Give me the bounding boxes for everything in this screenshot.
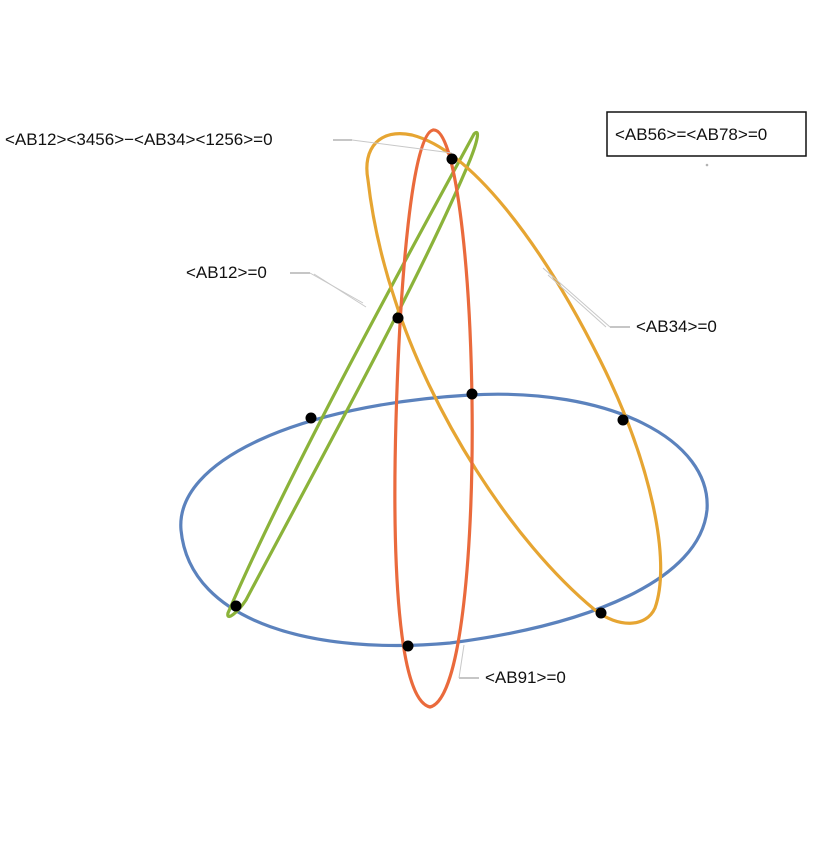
label-ab56-ab78: <AB56>=<AB78>=0: [615, 125, 767, 144]
point-icon: [402, 640, 414, 652]
point-icon: [466, 388, 478, 400]
point-icon: [305, 412, 317, 424]
label-ab12: <AB12>=0: [186, 263, 267, 282]
gold-curve: [365, 132, 663, 625]
green-curve: [226, 130, 480, 619]
leader-lines: [290, 139, 709, 679]
label-big-bracket: <AB12><3456>−<AB34><1256>=0: [5, 130, 273, 149]
point-icon: [230, 600, 242, 612]
label-ab34: <AB34>=0: [636, 317, 717, 336]
legend-box: <AB56>=<AB78>=0: [606, 111, 807, 157]
point-icon: [446, 153, 458, 165]
blue-curve: [179, 392, 709, 648]
orange-curve: [393, 128, 474, 709]
point-icon: [392, 312, 404, 324]
point-icon: [617, 414, 629, 426]
intersection-points: [230, 153, 629, 652]
point-icon: [595, 607, 607, 619]
label-ab91: <AB91>=0: [485, 668, 566, 687]
